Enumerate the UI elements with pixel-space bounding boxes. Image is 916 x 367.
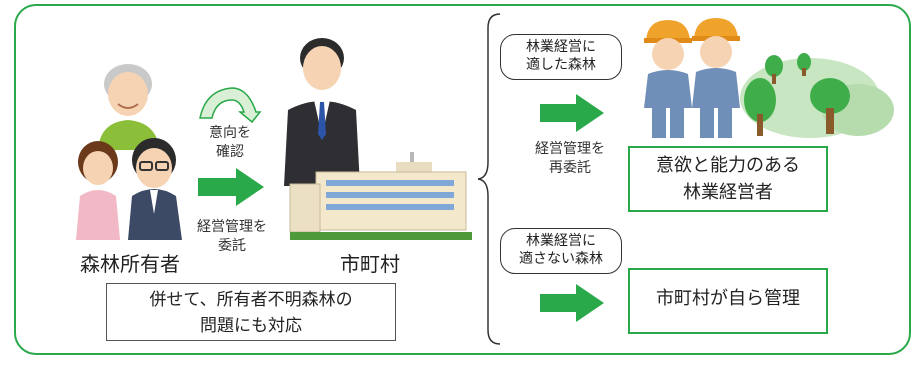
curved-arrow-icon xyxy=(199,87,262,124)
forestry-operator-box: 意欲と能力のある 林業経営者 xyxy=(628,146,828,212)
suitable-forest-tag: 林業経営に 適した森林 xyxy=(500,34,622,80)
forest-trees-icon xyxy=(740,53,894,138)
arrow-right-icon xyxy=(540,284,604,322)
arrow-right-icon xyxy=(540,94,604,132)
family-icon xyxy=(76,64,182,240)
delegate-label: 経営管理を 委託 xyxy=(197,219,267,254)
owner-label: 森林所有者 xyxy=(80,252,180,276)
government-official-icon xyxy=(284,38,360,186)
unknown-owner-note: 併せて、所有者不明森林の 問題にも対応 xyxy=(106,283,396,341)
diagram-frame xyxy=(14,4,911,355)
municipality-label: 市町村 xyxy=(340,252,400,276)
forestry-workers-icon xyxy=(644,18,740,138)
self-manage-box: 市町村が自ら管理 xyxy=(628,268,828,334)
redelegate-label: 経営管理を 再委託 xyxy=(535,141,605,176)
municipal-building-icon xyxy=(289,152,472,240)
unsuitable-forest-tag: 林業経営に 適さない森林 xyxy=(500,228,622,274)
brace-divider xyxy=(477,13,501,345)
intent-label: 意向を 確認 xyxy=(209,125,251,160)
arrow-right-icon xyxy=(198,168,264,206)
